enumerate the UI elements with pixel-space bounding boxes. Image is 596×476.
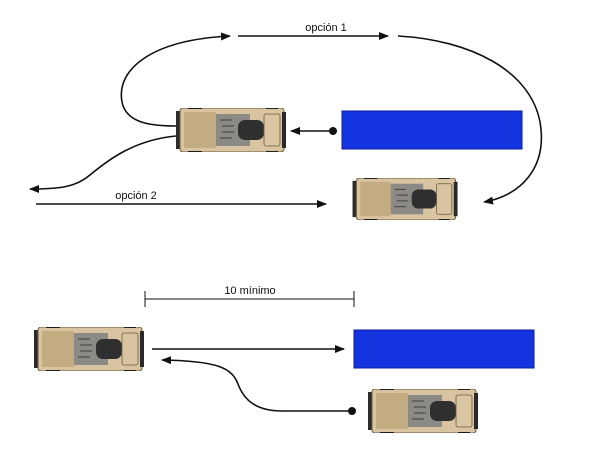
min-distance-label: 10 mínimo — [224, 285, 275, 297]
option1-left-loop — [120, 32, 231, 127]
tractor-bottom-right — [368, 389, 479, 433]
option2-curve — [29, 135, 177, 193]
origin-dot-bottom — [348, 407, 356, 415]
return-curve-bottom — [161, 356, 350, 412]
tractor-top-left — [176, 108, 287, 152]
trailer-top — [341, 110, 523, 150]
option2-label: opción 2 — [115, 190, 157, 202]
origin-dot-top — [329, 127, 337, 135]
option1-right-descent — [397, 35, 543, 205]
tractor-top-right — [351, 178, 459, 220]
option1-label: opción 1 — [305, 22, 347, 34]
tractor-bottom-left — [34, 327, 145, 371]
trailer-bottom — [353, 329, 535, 369]
